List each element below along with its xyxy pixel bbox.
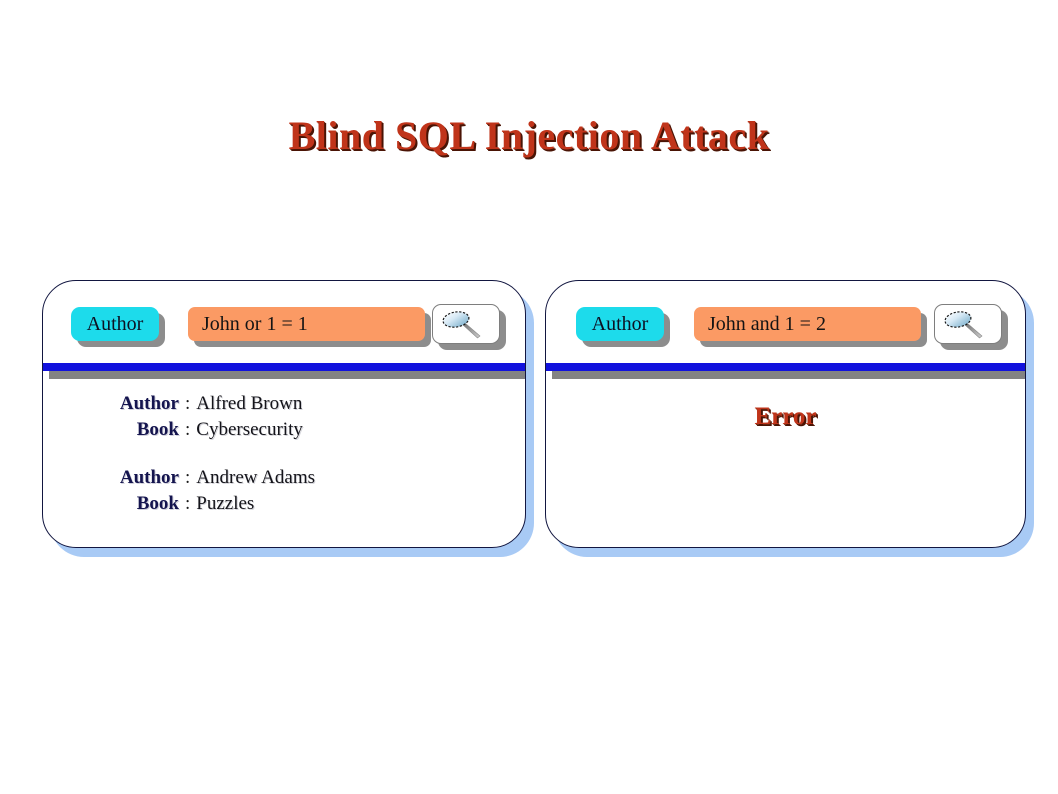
chip-face: Author bbox=[71, 307, 159, 341]
result-record: Author : Andrew Adams Book : Puzzles bbox=[93, 467, 515, 515]
browser-toolbar-right: Author John and 1 = 2 bbox=[546, 304, 1025, 359]
query-input-value: John or 1 = 1 bbox=[202, 312, 308, 335]
field-label-text: Author bbox=[591, 312, 649, 335]
separator-bar bbox=[546, 363, 1025, 371]
browser-window-right: Author John and 1 = 2 bbox=[545, 280, 1026, 548]
field-label-author-right[interactable]: Author bbox=[576, 307, 670, 347]
result-key: Author bbox=[119, 467, 179, 488]
search-button-face bbox=[934, 304, 1002, 344]
results-list-left: Author : Alfred Brown Book : Cybersecuri… bbox=[93, 393, 515, 519]
field-label-author-left[interactable]: Author bbox=[71, 307, 165, 347]
result-separator: : bbox=[185, 467, 191, 488]
failed-injection-panel: Author John and 1 = 2 bbox=[545, 280, 1034, 557]
browser-window-left: Author John or 1 = 1 bbox=[42, 280, 526, 548]
separator-shadow bbox=[49, 370, 525, 379]
result-row: Book : Puzzles bbox=[93, 493, 515, 515]
result-row: Book : Cybersecurity bbox=[93, 419, 515, 441]
field-label-text: Author bbox=[86, 312, 144, 335]
result-record: Author : Alfred Brown Book : Cybersecuri… bbox=[93, 393, 515, 441]
magnifying-glass-icon bbox=[440, 309, 492, 339]
separator-shadow bbox=[552, 370, 1025, 379]
magnifying-glass-icon bbox=[942, 309, 994, 339]
result-value: Cybersecurity bbox=[196, 419, 303, 440]
result-row: Author : Alfred Brown bbox=[93, 393, 515, 415]
result-value: Puzzles bbox=[196, 493, 255, 514]
search-button-right[interactable] bbox=[934, 304, 1008, 350]
query-face: John or 1 = 1 bbox=[188, 307, 425, 341]
result-row: Author : Andrew Adams bbox=[93, 467, 515, 489]
query-input-left[interactable]: John or 1 = 1 bbox=[188, 307, 431, 347]
result-separator: : bbox=[185, 419, 191, 440]
error-message: Error bbox=[754, 403, 817, 430]
query-face: John and 1 = 2 bbox=[694, 307, 921, 341]
chip-face: Author bbox=[576, 307, 664, 341]
search-button-face bbox=[432, 304, 500, 344]
result-value: Alfred Brown bbox=[196, 393, 303, 414]
result-separator: : bbox=[185, 493, 191, 514]
result-separator: : bbox=[185, 393, 191, 414]
toolbar-separator-left bbox=[43, 363, 525, 379]
browser-toolbar-left: Author John or 1 = 1 bbox=[43, 304, 525, 359]
result-key: Book bbox=[136, 419, 179, 440]
separator-bar bbox=[43, 363, 525, 371]
result-value: Andrew Adams bbox=[196, 467, 316, 488]
query-input-value: John and 1 = 2 bbox=[708, 312, 826, 335]
query-input-right[interactable]: John and 1 = 2 bbox=[694, 307, 927, 347]
successful-injection-panel: Author John or 1 = 1 bbox=[42, 280, 534, 557]
search-button-left[interactable] bbox=[432, 304, 506, 350]
result-key: Book bbox=[136, 493, 179, 514]
page-title: Blind SQL Injection Attack bbox=[288, 113, 770, 158]
toolbar-separator-right bbox=[546, 363, 1025, 379]
result-key: Author bbox=[119, 393, 179, 414]
